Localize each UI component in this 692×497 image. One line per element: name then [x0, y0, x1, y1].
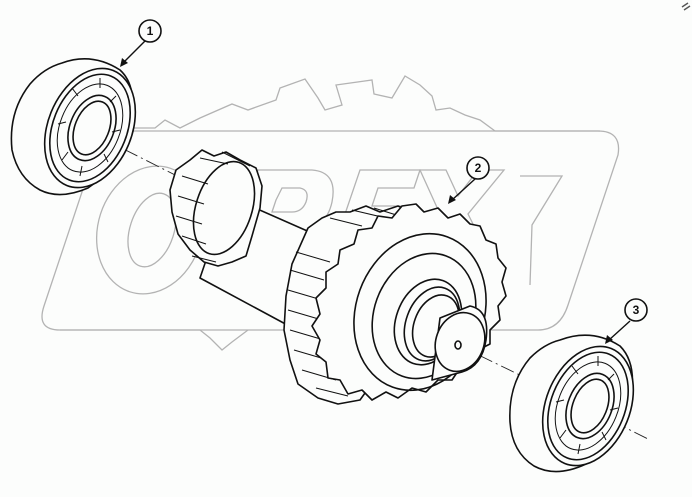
- callout-2-label: 2: [475, 161, 482, 175]
- gear-shaft: [169, 149, 507, 405]
- callout-2[interactable]: 2: [448, 156, 490, 204]
- bearing-right: [509, 334, 635, 473]
- callout-3-label: 3: [633, 303, 640, 317]
- bearing-left: [10, 58, 137, 196]
- callout-3[interactable]: 3: [605, 298, 648, 344]
- corner-mark: [681, 2, 691, 11]
- callout-1[interactable]: 1: [120, 19, 162, 67]
- callout-1-label: 1: [147, 24, 154, 38]
